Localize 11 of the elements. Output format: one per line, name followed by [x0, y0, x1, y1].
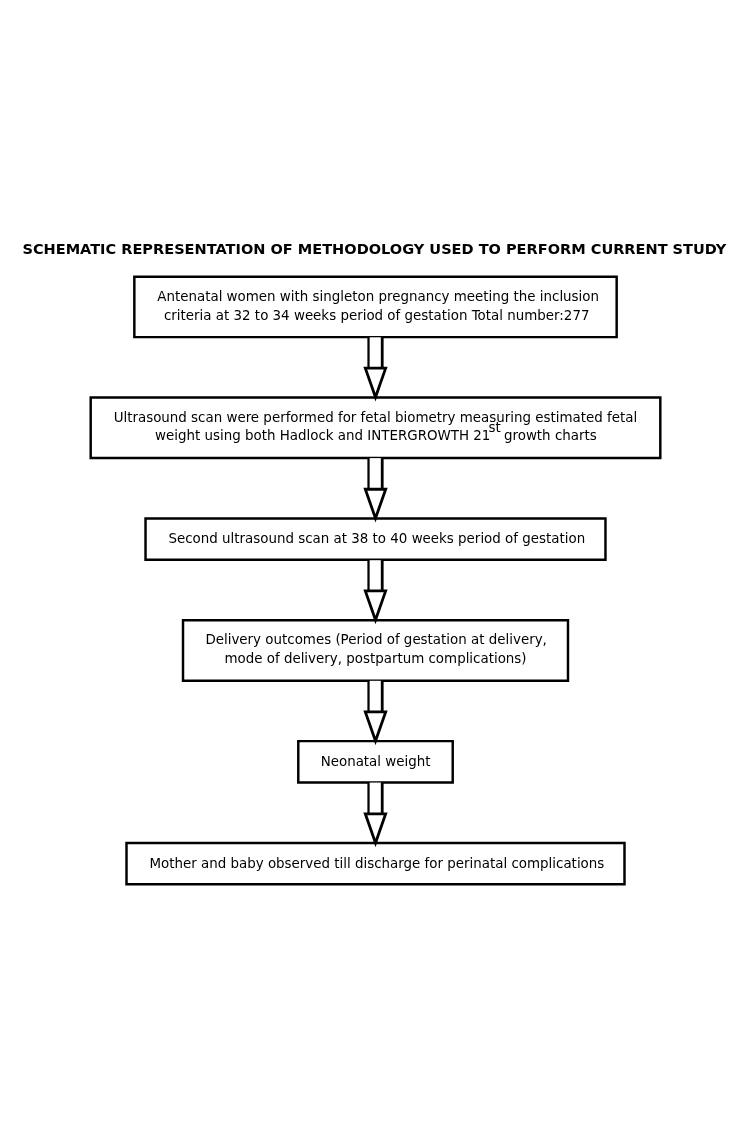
arrow: [362, 782, 388, 848]
node-box: Neonatal weight: [296, 739, 454, 784]
arrow: [362, 458, 388, 523]
diagram-title: SCHEMATIC REPRESENTATION OF METHODOLOGY USED TO PERFORM CURRENT STUDY: [21, 240, 726, 257]
arrow: [362, 560, 388, 625]
node-box: Second ultrasound scan at 38 to 40 weeks period of gestation: [143, 517, 607, 562]
arrow: [362, 680, 388, 746]
node-box: Delivery outcomes (Period of gestation at delivery, mode of delivery, postpartum complications): [181, 619, 569, 682]
node-box: Antenatal women with singleton pregnancy meeting the inclusion criteria at 32 to 34 weeks period of gestation Total number:277: [132, 275, 618, 339]
node-box: Mother and baby observed till discharge for perinatal complications: [124, 841, 626, 886]
arrow: [362, 337, 388, 402]
